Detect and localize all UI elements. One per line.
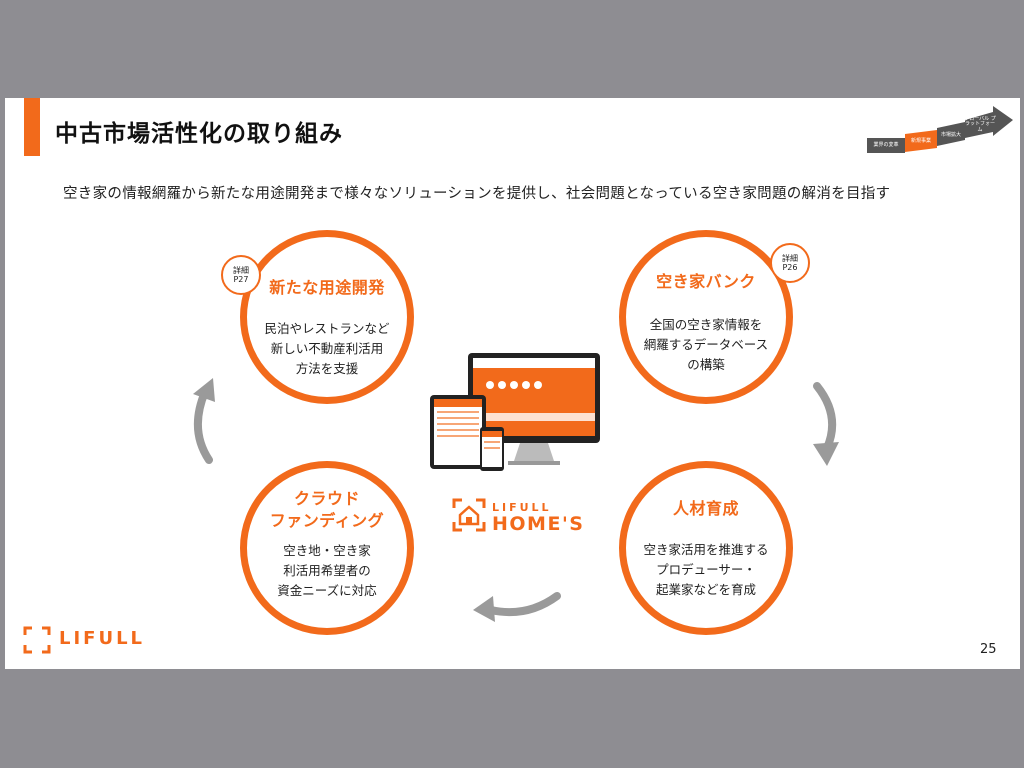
title-accent-bar <box>24 98 40 156</box>
slide-title: 中古市場活性化の取り組み <box>55 121 343 147</box>
badge-label: 詳細 <box>782 253 798 263</box>
step-arrow-graphic: 業界の変革 新規事業 市場拡大 グローバル プラットフォーム <box>865 106 1015 160</box>
circle-body: 空き地・空き家 利活用希望者の 資金ニーズに対応 <box>247 541 407 601</box>
circle-title: 人材育成 <box>672 499 739 518</box>
circle-body-line: 空き家活用を推進する <box>643 542 769 557</box>
slide: 中古市場活性化の取り組み 業界の変革 新規事業 市場拡大 グローバル プラットフ… <box>5 98 1020 669</box>
page-number: 25 <box>980 642 997 657</box>
circle-body-line: 方法を支援 <box>295 361 359 376</box>
circle-crowdfunding: クラウド ファンディング 空き地・空き家 利活用希望者の 資金ニーズに対応 <box>240 461 414 635</box>
circle-body-line: 起業家などを育成 <box>655 582 756 597</box>
step-label-4: グローバル プラットフォーム <box>964 115 996 133</box>
circle-body: 空き家活用を推進する プロデューサー・ 起業家などを育成 <box>626 540 786 600</box>
circle-vacant-bank: 空き家バンク 全国の空き家情報を 網羅するデータベース の構築 <box>619 230 793 404</box>
step-label-1: 業界の変革 <box>873 142 899 149</box>
circle-body-line: 利活用希望者の <box>283 563 371 578</box>
lifull-logo: LIFULL <box>23 626 143 654</box>
circle-body-line: 空き地・空き家 <box>283 543 371 558</box>
lifull-bracket-icon <box>23 626 51 654</box>
cycle-arrow-up-icon <box>193 378 215 464</box>
step-label-2: 新規事業 <box>910 138 931 145</box>
circle-title: クラウド ファンディング <box>247 488 407 531</box>
circle-new-use: 新たな用途開発 民泊やレストランなど 新しい不動産利活用 方法を支援 <box>240 230 414 404</box>
circle-talent: 人材育成 空き家活用を推進する プロデューサー・ 起業家などを育成 <box>619 461 793 635</box>
circle-body-line: 網羅するデータベース <box>643 337 769 352</box>
homes-logo-small-text: LIFULL <box>492 501 552 514</box>
cycle-arrow-left-icon <box>473 592 561 622</box>
circle-title: 空き家バンク <box>656 272 756 291</box>
cycle-arrow-down-icon <box>813 382 839 466</box>
circle-title: 新たな用途開発 <box>269 278 385 297</box>
devices-illustration-icon <box>430 353 600 471</box>
circle-body: 民泊やレストランなど 新しい不動産利活用 方法を支援 <box>247 319 407 379</box>
detail-badge-p27[interactable]: 詳細 P27 <box>221 255 261 295</box>
circle-title-line: ファンディング <box>269 510 385 530</box>
badge-page: P26 <box>782 263 798 272</box>
slide-subtitle: 空き家の情報網羅から新たな用途開発まで様々なソリューションを提供し、社会問題とな… <box>63 186 891 202</box>
circle-body-line: 全国の空き家情報を <box>649 317 763 332</box>
circle-body-line: プロデューサー・ <box>656 562 756 577</box>
step-arrow-icon <box>867 106 1013 153</box>
circle-body-line: 民泊やレストランなど <box>264 321 390 336</box>
badge-page: P27 <box>233 275 249 284</box>
circle-body-line: の構築 <box>687 357 725 372</box>
homes-logo-big-text: HOME'S <box>492 513 585 535</box>
circle-body: 全国の空き家情報を 網羅するデータベース の構築 <box>626 315 786 375</box>
lifull-logo-text: LIFULL <box>59 628 146 649</box>
badge-label: 詳細 <box>233 265 249 275</box>
circle-body-line: 資金ニーズに対応 <box>277 583 377 598</box>
lifull-homes-logo: LIFULL HOME'S <box>452 498 587 535</box>
homes-logo-icon <box>452 498 486 532</box>
circle-title-line: クラウド <box>293 489 360 508</box>
detail-badge-p26[interactable]: 詳細 P26 <box>770 243 810 283</box>
circle-body-line: 新しい不動産利活用 <box>270 341 384 356</box>
step-label-3: 市場拡大 <box>940 132 961 139</box>
